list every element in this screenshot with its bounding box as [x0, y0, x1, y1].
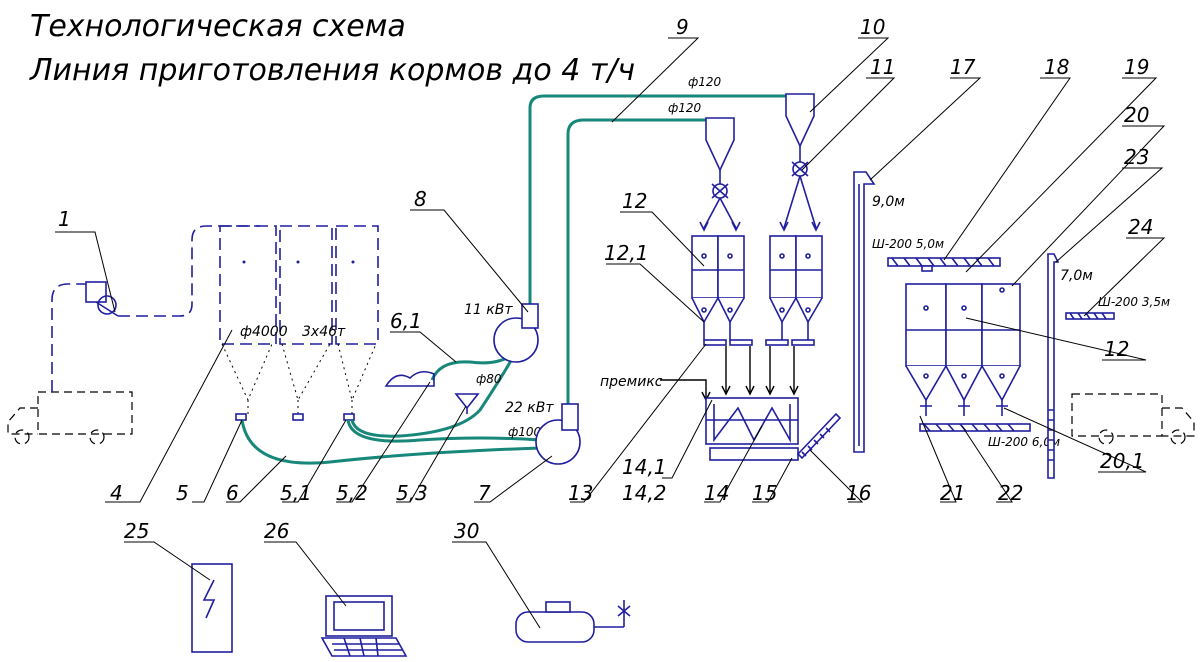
bins-12-left: [691, 235, 745, 340]
callout-11: 11: [870, 55, 895, 79]
conveyor-16: [796, 412, 842, 460]
elevator-17: [853, 171, 876, 453]
callout-14-2: 14,2: [622, 481, 667, 505]
power-fan-8: 11 кВт: [464, 302, 513, 318]
height-17: 9,0м: [872, 194, 905, 210]
pipe-80: ф80: [476, 372, 502, 386]
callout-13: 13: [568, 481, 593, 505]
bins-19: [905, 283, 1021, 416]
callout-6: 6: [226, 481, 239, 505]
premix-label: премикс: [600, 374, 663, 390]
truck-left: [7, 283, 133, 445]
elevator-23: [1047, 253, 1060, 479]
callout-20-1: 20,1: [1100, 449, 1145, 473]
callout-14-1: 14,1: [622, 455, 667, 479]
callout-24: 24: [1128, 215, 1153, 239]
callout-17: 17: [950, 55, 976, 79]
title-line-1: Технологическая схема: [30, 9, 406, 44]
premix-arrow: [660, 379, 711, 402]
electrical-cabinet-25: [191, 563, 233, 653]
callout-10: 10: [860, 15, 885, 39]
mixer-14: [705, 397, 799, 461]
callout-25: 25: [124, 519, 149, 543]
callout-6-1: 6,1: [390, 309, 422, 333]
cyclone-10: [779, 93, 821, 232]
callout-5-2: 5,2: [336, 481, 368, 505]
title-line-2: Линия приготовления кормов до 4 т/ч: [29, 53, 635, 88]
feeders-13: [703, 339, 815, 396]
gate-5: [235, 413, 247, 421]
computer-26: [320, 595, 408, 657]
callout-9: 9: [676, 15, 689, 39]
cyclone-9: [699, 117, 741, 232]
scale-15: [709, 447, 799, 461]
height-23: 7,0м: [1060, 268, 1093, 284]
fan-8: [493, 303, 539, 363]
conveyor-18: [887, 257, 1001, 272]
silo-diameter: ф4000: [240, 324, 288, 340]
pneumatic-pipelines: [240, 94, 786, 465]
callout-8: 8: [414, 187, 427, 211]
power-fan-7: 22 кВт: [505, 400, 554, 416]
bins-12-right: [769, 235, 823, 340]
callout-5: 5: [176, 481, 189, 505]
callout-14: 14: [704, 481, 729, 505]
callout-23: 23: [1124, 145, 1149, 169]
callout-21: 21: [940, 481, 965, 505]
callout-19: 19: [1124, 55, 1149, 79]
callout-18: 18: [1044, 55, 1069, 79]
compressor-30: [515, 600, 631, 643]
callout-16: 16: [846, 481, 871, 505]
callout-30: 30: [454, 519, 479, 543]
callout-leaders: [55, 37, 1166, 629]
conveyor-24: [1065, 312, 1115, 320]
callout-5-1: 5,1: [280, 481, 312, 505]
conveyor-24-spec: Ш-200 3,5м: [1098, 295, 1170, 309]
callout-12-left: 12: [622, 189, 647, 213]
callout-1: 1: [58, 207, 71, 231]
callout-20: 20: [1124, 103, 1149, 127]
fan-7: [535, 403, 581, 465]
callout-26: 26: [264, 519, 289, 543]
unloader-1: [85, 225, 260, 317]
callout-15: 15: [752, 481, 777, 505]
silo-capacity: 3х46т: [302, 324, 346, 340]
silo-group-4: [219, 225, 379, 418]
callout-4: 4: [110, 481, 123, 505]
gate-5-1b: [343, 413, 355, 421]
conveyor-22-spec: Ш-200 6,0м: [988, 435, 1060, 449]
intake-5-2: [384, 370, 435, 387]
pipe-100: ф100: [508, 425, 542, 439]
conveyor-22: [919, 423, 1031, 432]
callout-12-1: 12,1: [604, 241, 649, 265]
callout-5-3: 5,3: [396, 481, 428, 505]
gate-5-1: [292, 413, 304, 421]
truck-right: [1071, 393, 1195, 445]
callout-12-right: 12: [1104, 337, 1129, 361]
hopper-5-3: [454, 393, 480, 414]
callout-7: 7: [478, 481, 491, 505]
pipe-120-top: ф120: [688, 75, 722, 89]
conveyor-18-spec: Ш-200 5,0м: [872, 237, 944, 251]
callout-22: 22: [998, 481, 1023, 505]
pipe-120-inner: ф120: [668, 101, 702, 115]
